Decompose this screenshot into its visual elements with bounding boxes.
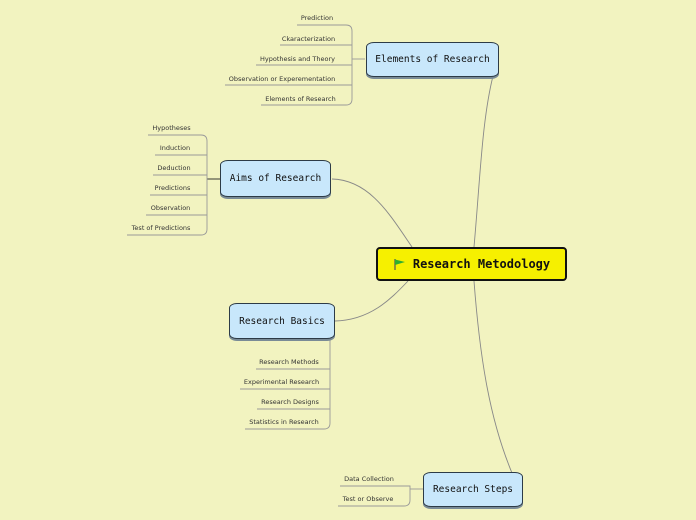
topic-research-basics[interactable]: Research Basics [229, 303, 335, 339]
subtopic-hypothesis-and-theory[interactable]: Hypothesis and Theory [259, 55, 336, 63]
connector-central-basics [334, 280, 409, 322]
subtopic-test-of-predictions[interactable]: Test of Predictions [131, 224, 191, 232]
subtopic-ckaracterization[interactable]: Ckaracterization [281, 35, 336, 43]
connector-central-elements [473, 75, 494, 248]
topic-label: Research Basics [239, 315, 325, 327]
subtopic-test-or-observe[interactable]: Test or Observe [342, 495, 394, 503]
subtopic-induction[interactable]: Induction [159, 144, 191, 152]
subtopic-prediction[interactable]: Prediction [300, 14, 334, 22]
subtopic-experimental-research[interactable]: Experimental Research [243, 378, 320, 386]
connector-central-aims [331, 178, 413, 248]
subtopic-elements-of-research[interactable]: Elements of Research [265, 95, 336, 103]
topic-label: Elements of Research [375, 54, 490, 65]
central-topic-label: Research Metodology [412, 257, 551, 271]
subtopic-research-methods[interactable]: Research Methods [259, 358, 319, 366]
topic-aims-of-research[interactable]: Aims of Research [220, 160, 331, 197]
subtopic-statistics-in-research[interactable]: Statistics in Research [249, 418, 319, 426]
topic-elements-of-research[interactable]: Elements of Research [366, 42, 499, 77]
central-topic[interactable]: Research Metodology [376, 247, 567, 281]
subtopic-deduction[interactable]: Deduction [157, 164, 191, 172]
subtopic-observation-or-experementation[interactable]: Observation or Experementation [228, 75, 336, 83]
topic-research-steps[interactable]: Research Steps [423, 472, 523, 507]
subtopic-predictions[interactable]: Predictions [154, 184, 191, 192]
flag-icon [393, 258, 407, 271]
subtopic-observation[interactable]: Observation [150, 204, 191, 212]
subtopic-data-collection[interactable]: Data Collection [344, 475, 394, 483]
topic-label: Aims of Research [229, 173, 322, 184]
subtopic-research-designs[interactable]: Research Designs [261, 398, 319, 406]
connector-central-steps [473, 280, 513, 474]
subtopic-hypotheses[interactable]: Hypotheses [152, 124, 191, 132]
topic-label: Research Steps [432, 484, 514, 495]
